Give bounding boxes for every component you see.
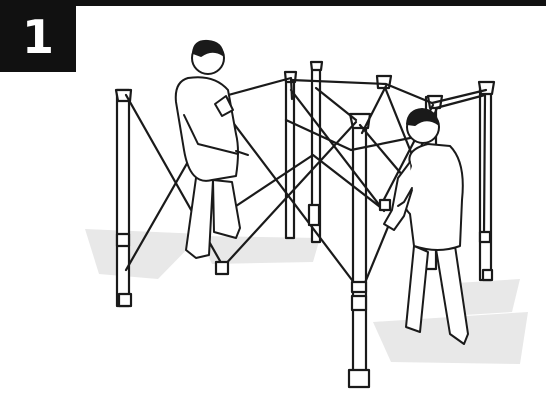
step-badge: 1 (0, 0, 76, 72)
top-bar (0, 0, 546, 6)
person-left (174, 39, 249, 259)
step-number: 1 (21, 10, 54, 64)
person-right (383, 108, 469, 345)
top-brackets (114, 60, 496, 130)
canopy-frame (114, 60, 496, 389)
